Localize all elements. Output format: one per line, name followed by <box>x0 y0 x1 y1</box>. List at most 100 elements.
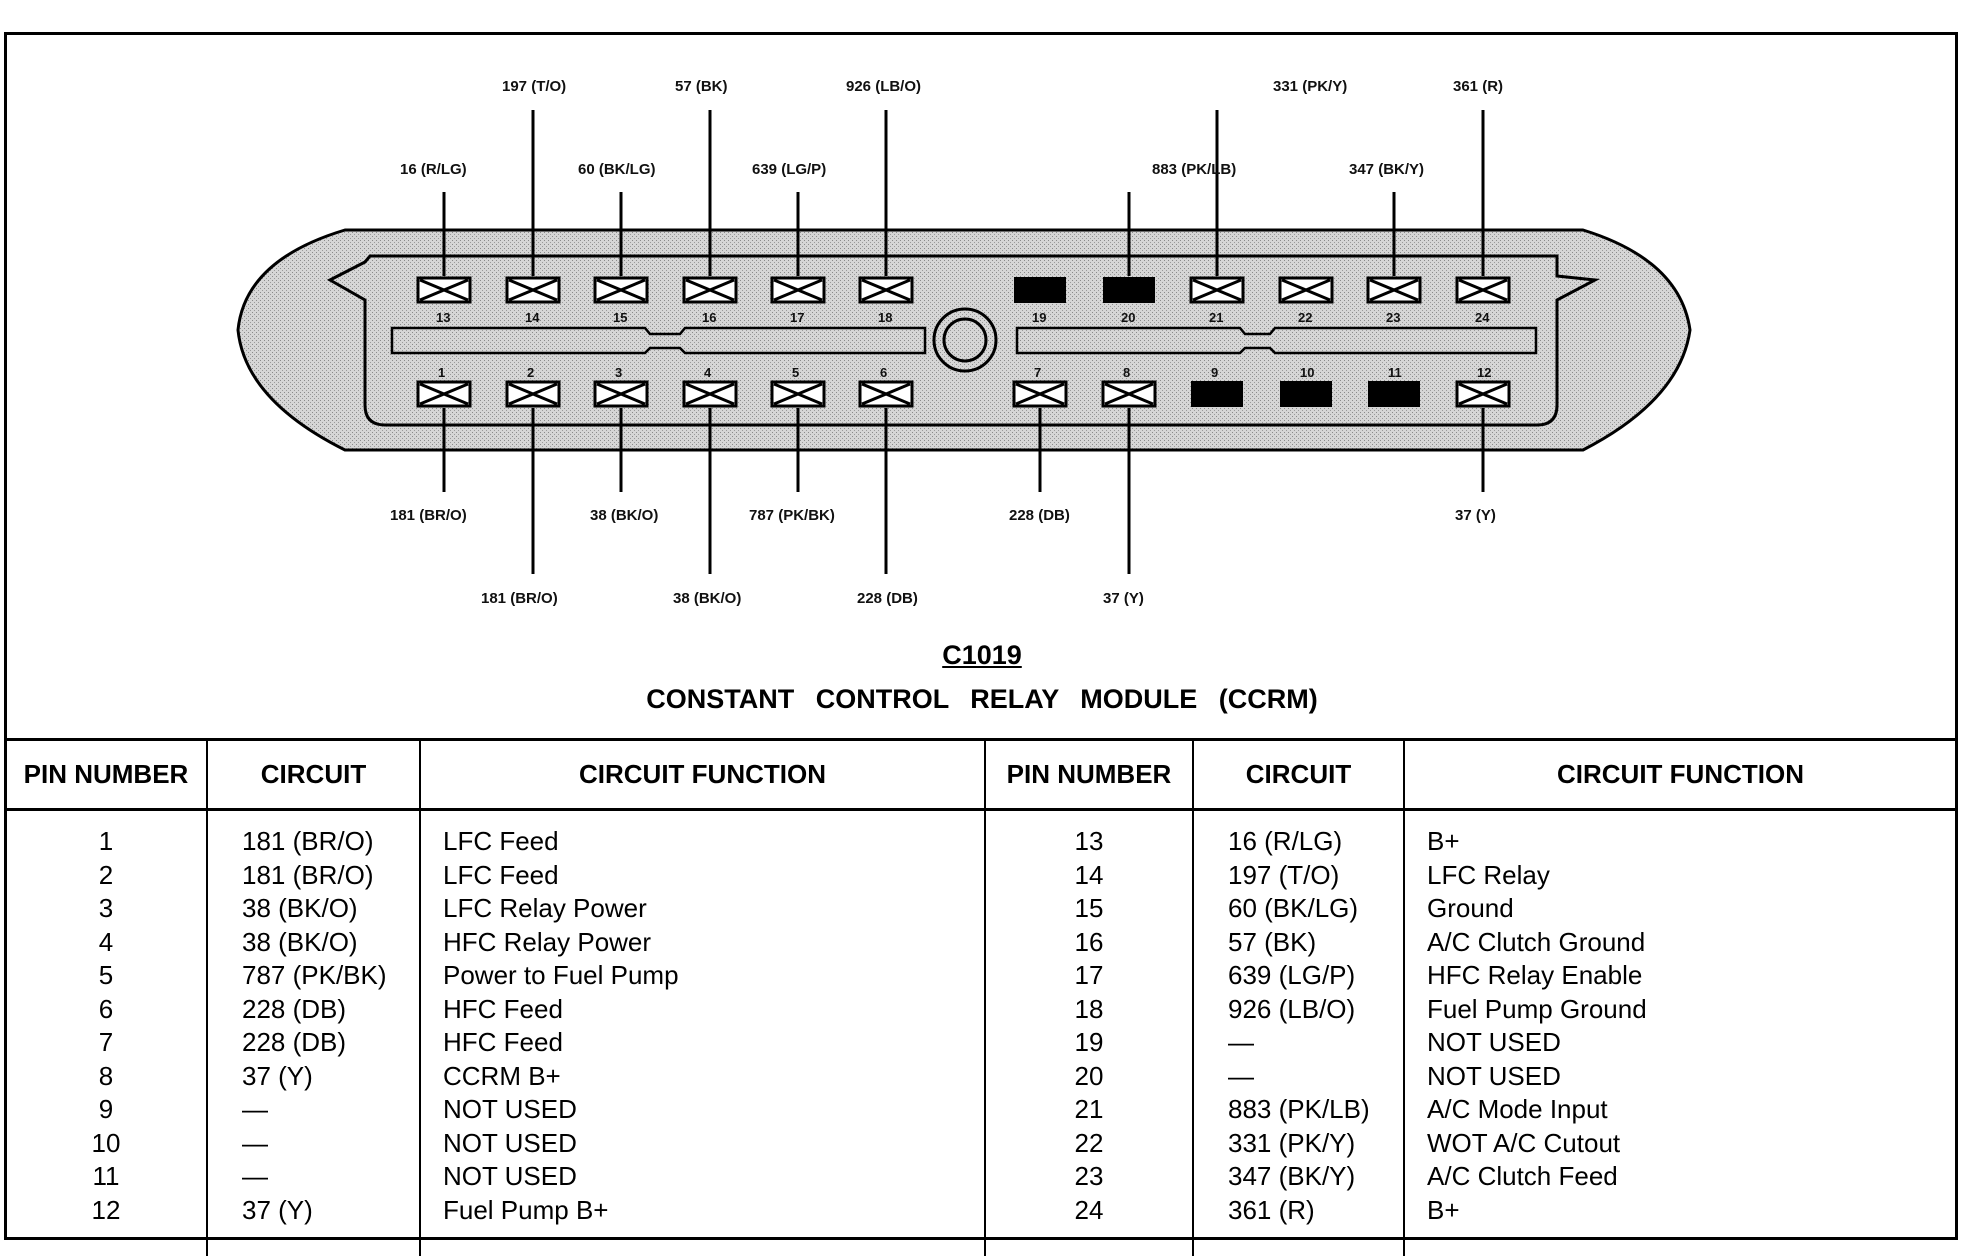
table-cell: NOT USED <box>1427 1060 1955 1094</box>
table-cell: 15 <box>987 892 1191 926</box>
table-cell: 17 <box>987 959 1191 993</box>
table-cell: 228 (DB) <box>242 1026 418 1060</box>
table-cell: B+ <box>1427 1194 1955 1228</box>
table-cell: 24 <box>987 1194 1191 1228</box>
pin-number: 24 <box>1475 310 1490 325</box>
table-cell: 8 <box>7 1060 205 1094</box>
table-cell: 331 (PK/Y) <box>1228 1127 1402 1161</box>
circuit-label: 38 (BK/O) <box>590 507 658 524</box>
circuit-label: 883 (PK/LB) <box>1152 161 1236 178</box>
circuit-label: 926 (LB/O) <box>846 78 921 95</box>
table-cell: LFC Relay Power <box>443 892 983 926</box>
key-slot-right <box>1017 328 1536 353</box>
table-cell: 9 <box>7 1093 205 1127</box>
table-cell: 197 (T/O) <box>1228 859 1402 893</box>
pin-number: 23 <box>1386 310 1400 325</box>
table-cell: — <box>1228 1026 1402 1060</box>
table-cell: 38 (BK/O) <box>242 926 418 960</box>
pin-number: 9 <box>1211 365 1218 380</box>
table-cell: 37 (Y) <box>242 1194 418 1228</box>
table-cell: B+ <box>1427 825 1955 859</box>
table-cell: 228 (DB) <box>242 993 418 1027</box>
module-title: CONSTANT CONTROL RELAY MODULE (CCRM) <box>0 684 1964 715</box>
table-cell: 1 <box>7 825 205 859</box>
table-cell: — <box>1228 1060 1402 1094</box>
table-cell: 19 <box>987 1026 1191 1060</box>
table-cell: 926 (LB/O) <box>1228 993 1402 1027</box>
pin-number: 6 <box>880 365 887 380</box>
pin-number: 1 <box>438 365 445 380</box>
table-cell: 14 <box>987 859 1191 893</box>
header-pin-number: PIN NUMBER <box>985 740 1193 810</box>
table-cell: 11 <box>7 1160 205 1194</box>
circuit-label: 228 (DB) <box>857 590 918 607</box>
table-cell: Ground <box>1427 892 1955 926</box>
table-cell: 883 (PK/LB) <box>1228 1093 1402 1127</box>
table-cell: 3 <box>7 892 205 926</box>
pin-number: 14 <box>525 310 540 325</box>
circuit-label: 37 (Y) <box>1103 590 1144 607</box>
table-cell: NOT USED <box>443 1127 983 1161</box>
table-cell: 6 <box>7 993 205 1027</box>
table-cell: LFC Relay <box>1427 859 1955 893</box>
pin-number: 18 <box>878 310 892 325</box>
table-cell: 347 (BK/Y) <box>1228 1160 1402 1194</box>
pin-cavity-unused <box>1014 277 1066 303</box>
circuit-label: 37 (Y) <box>1455 507 1496 524</box>
circuit-label: 347 (BK/Y) <box>1349 161 1424 178</box>
pin-number: 17 <box>790 310 804 325</box>
pin-cavity-unused <box>1103 277 1155 303</box>
table-cell: 4 <box>7 926 205 960</box>
circuit-label: 639 (LG/P) <box>752 161 826 178</box>
pin-number: 2 <box>527 365 534 380</box>
table-cell: 37 (Y) <box>242 1060 418 1094</box>
circuit-label: 228 (DB) <box>1009 507 1070 524</box>
pin-number: 12 <box>1477 365 1491 380</box>
table-cell: WOT A/C Cutout <box>1427 1127 1955 1161</box>
table-cell: 18 <box>987 993 1191 1027</box>
pin-number: 22 <box>1298 310 1312 325</box>
table-cell: NOT USED <box>443 1160 983 1194</box>
circuit-label: 331 (PK/Y) <box>1273 78 1347 95</box>
circuit-label: 16 (R/LG) <box>400 161 467 178</box>
table-cell: Fuel Pump Ground <box>1427 993 1955 1027</box>
pin-number: 5 <box>792 365 799 380</box>
table-cell: 5 <box>7 959 205 993</box>
table-cell: 13 <box>987 825 1191 859</box>
table-cell: HFC Feed <box>443 993 983 1027</box>
table-cell: 22 <box>987 1127 1191 1161</box>
circuit-label: 787 (PK/BK) <box>749 507 835 524</box>
table-cell: HFC Relay Enable <box>1427 959 1955 993</box>
header-pin-number: PIN NUMBER <box>6 740 207 810</box>
circuit-label: 181 (BR/O) <box>390 507 467 524</box>
table-cell: 7 <box>7 1026 205 1060</box>
table-cell: A/C Clutch Ground <box>1427 926 1955 960</box>
table-cell: NOT USED <box>443 1093 983 1127</box>
circuit-label: 57 (BK) <box>675 78 728 95</box>
table-cell: 361 (R) <box>1228 1194 1402 1228</box>
header-circuit: CIRCUIT <box>207 740 420 810</box>
left-circuit-column: 181 (BR/O)181 (BR/O)38 (BK/O)38 (BK/O)78… <box>207 810 420 1256</box>
pin-number: 21 <box>1209 310 1223 325</box>
connector-id: C1019 <box>0 640 1964 671</box>
table-cell: HFC Feed <box>443 1026 983 1060</box>
pin-number: 10 <box>1300 365 1314 380</box>
pin-table: PIN NUMBER CIRCUIT CIRCUIT FUNCTION PIN … <box>6 738 1956 1256</box>
table-cell: 57 (BK) <box>1228 926 1402 960</box>
circuit-label: 361 (R) <box>1453 78 1503 95</box>
header-circuit-function: CIRCUIT FUNCTION <box>1404 740 1956 810</box>
pin-number: 20 <box>1121 310 1135 325</box>
table-cell: 787 (PK/BK) <box>242 959 418 993</box>
pin-number: 11 <box>1388 365 1402 380</box>
right-circuit-column: 16 (R/LG)197 (T/O)60 (BK/LG)57 (BK)639 (… <box>1193 810 1404 1256</box>
circuit-label: 60 (BK/LG) <box>578 161 656 178</box>
pin-number: 3 <box>615 365 622 380</box>
circuit-label: 38 (BK/O) <box>673 590 741 607</box>
table-cell: 181 (BR/O) <box>242 859 418 893</box>
table-cell: A/C Clutch Feed <box>1427 1160 1955 1194</box>
